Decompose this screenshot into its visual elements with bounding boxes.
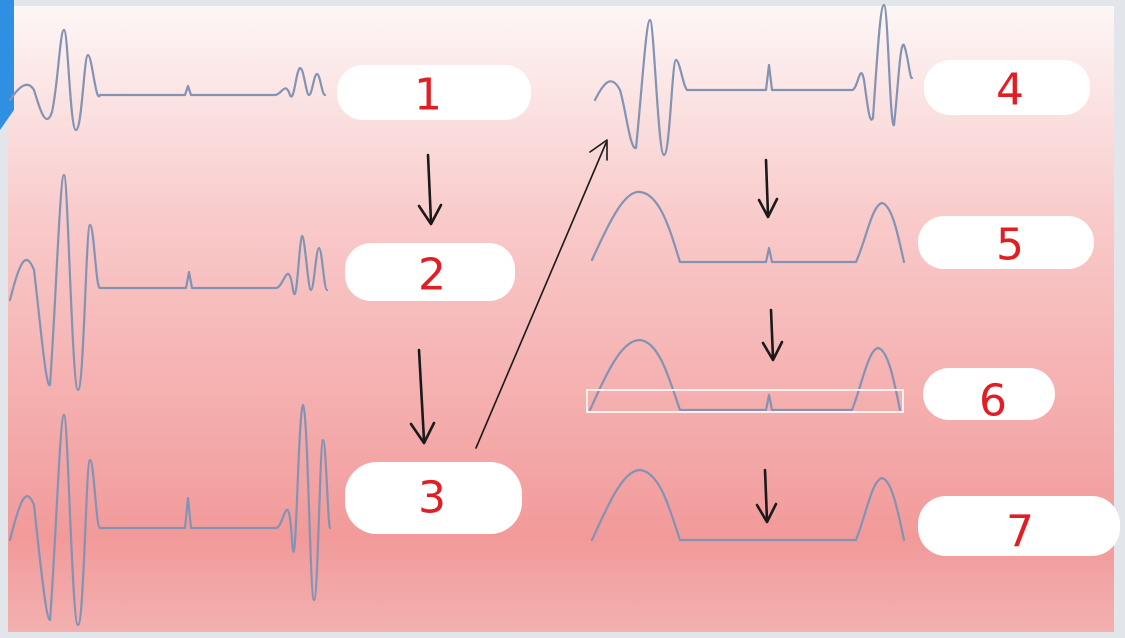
waveform-step-2 bbox=[8, 173, 329, 392]
waveform-step-6 bbox=[588, 338, 902, 412]
step-7-label: 7 bbox=[1006, 507, 1034, 558]
step-5-badge: 5 bbox=[918, 216, 1094, 271]
arrow-4-to-5 bbox=[757, 158, 779, 219]
step-1-pill bbox=[337, 65, 531, 120]
step-5-label: 5 bbox=[996, 220, 1024, 271]
corner-accent bbox=[0, 0, 14, 130]
waveform-step-7 bbox=[590, 468, 906, 542]
step-7-badge: 7 bbox=[918, 496, 1120, 558]
arrow-5-to-6 bbox=[761, 308, 784, 362]
waveform-step-5 bbox=[590, 190, 906, 264]
step-1-label: 1 bbox=[414, 70, 442, 121]
arrow-1-to-2 bbox=[417, 153, 443, 226]
step-4-pill bbox=[924, 60, 1090, 115]
step-3-badge: 3 bbox=[345, 462, 522, 534]
arrow-6-to-7 bbox=[755, 468, 778, 524]
waveform-step-3 bbox=[8, 403, 332, 627]
step-2-label: 2 bbox=[418, 250, 446, 301]
step-2-pill bbox=[345, 243, 515, 301]
step-2-badge: 2 bbox=[345, 243, 515, 301]
step-1-badge: 1 bbox=[337, 65, 531, 121]
threshold-window bbox=[586, 389, 904, 413]
waveform-step-4 bbox=[593, 3, 914, 157]
step-5-pill bbox=[918, 216, 1094, 269]
step-6-badge: 6 bbox=[923, 368, 1055, 427]
step-4-badge: 4 bbox=[924, 60, 1090, 116]
step-3-label: 3 bbox=[418, 473, 446, 524]
arrow-3-to-4 bbox=[475, 139, 608, 449]
step-3-pill bbox=[345, 462, 522, 534]
arrow-2-to-3 bbox=[409, 348, 436, 445]
step-6-pill bbox=[923, 368, 1055, 420]
waveform-step-1 bbox=[8, 28, 327, 132]
step-6-label: 6 bbox=[979, 376, 1007, 427]
step-7-pill bbox=[918, 496, 1120, 556]
step-4-label: 4 bbox=[996, 65, 1024, 116]
